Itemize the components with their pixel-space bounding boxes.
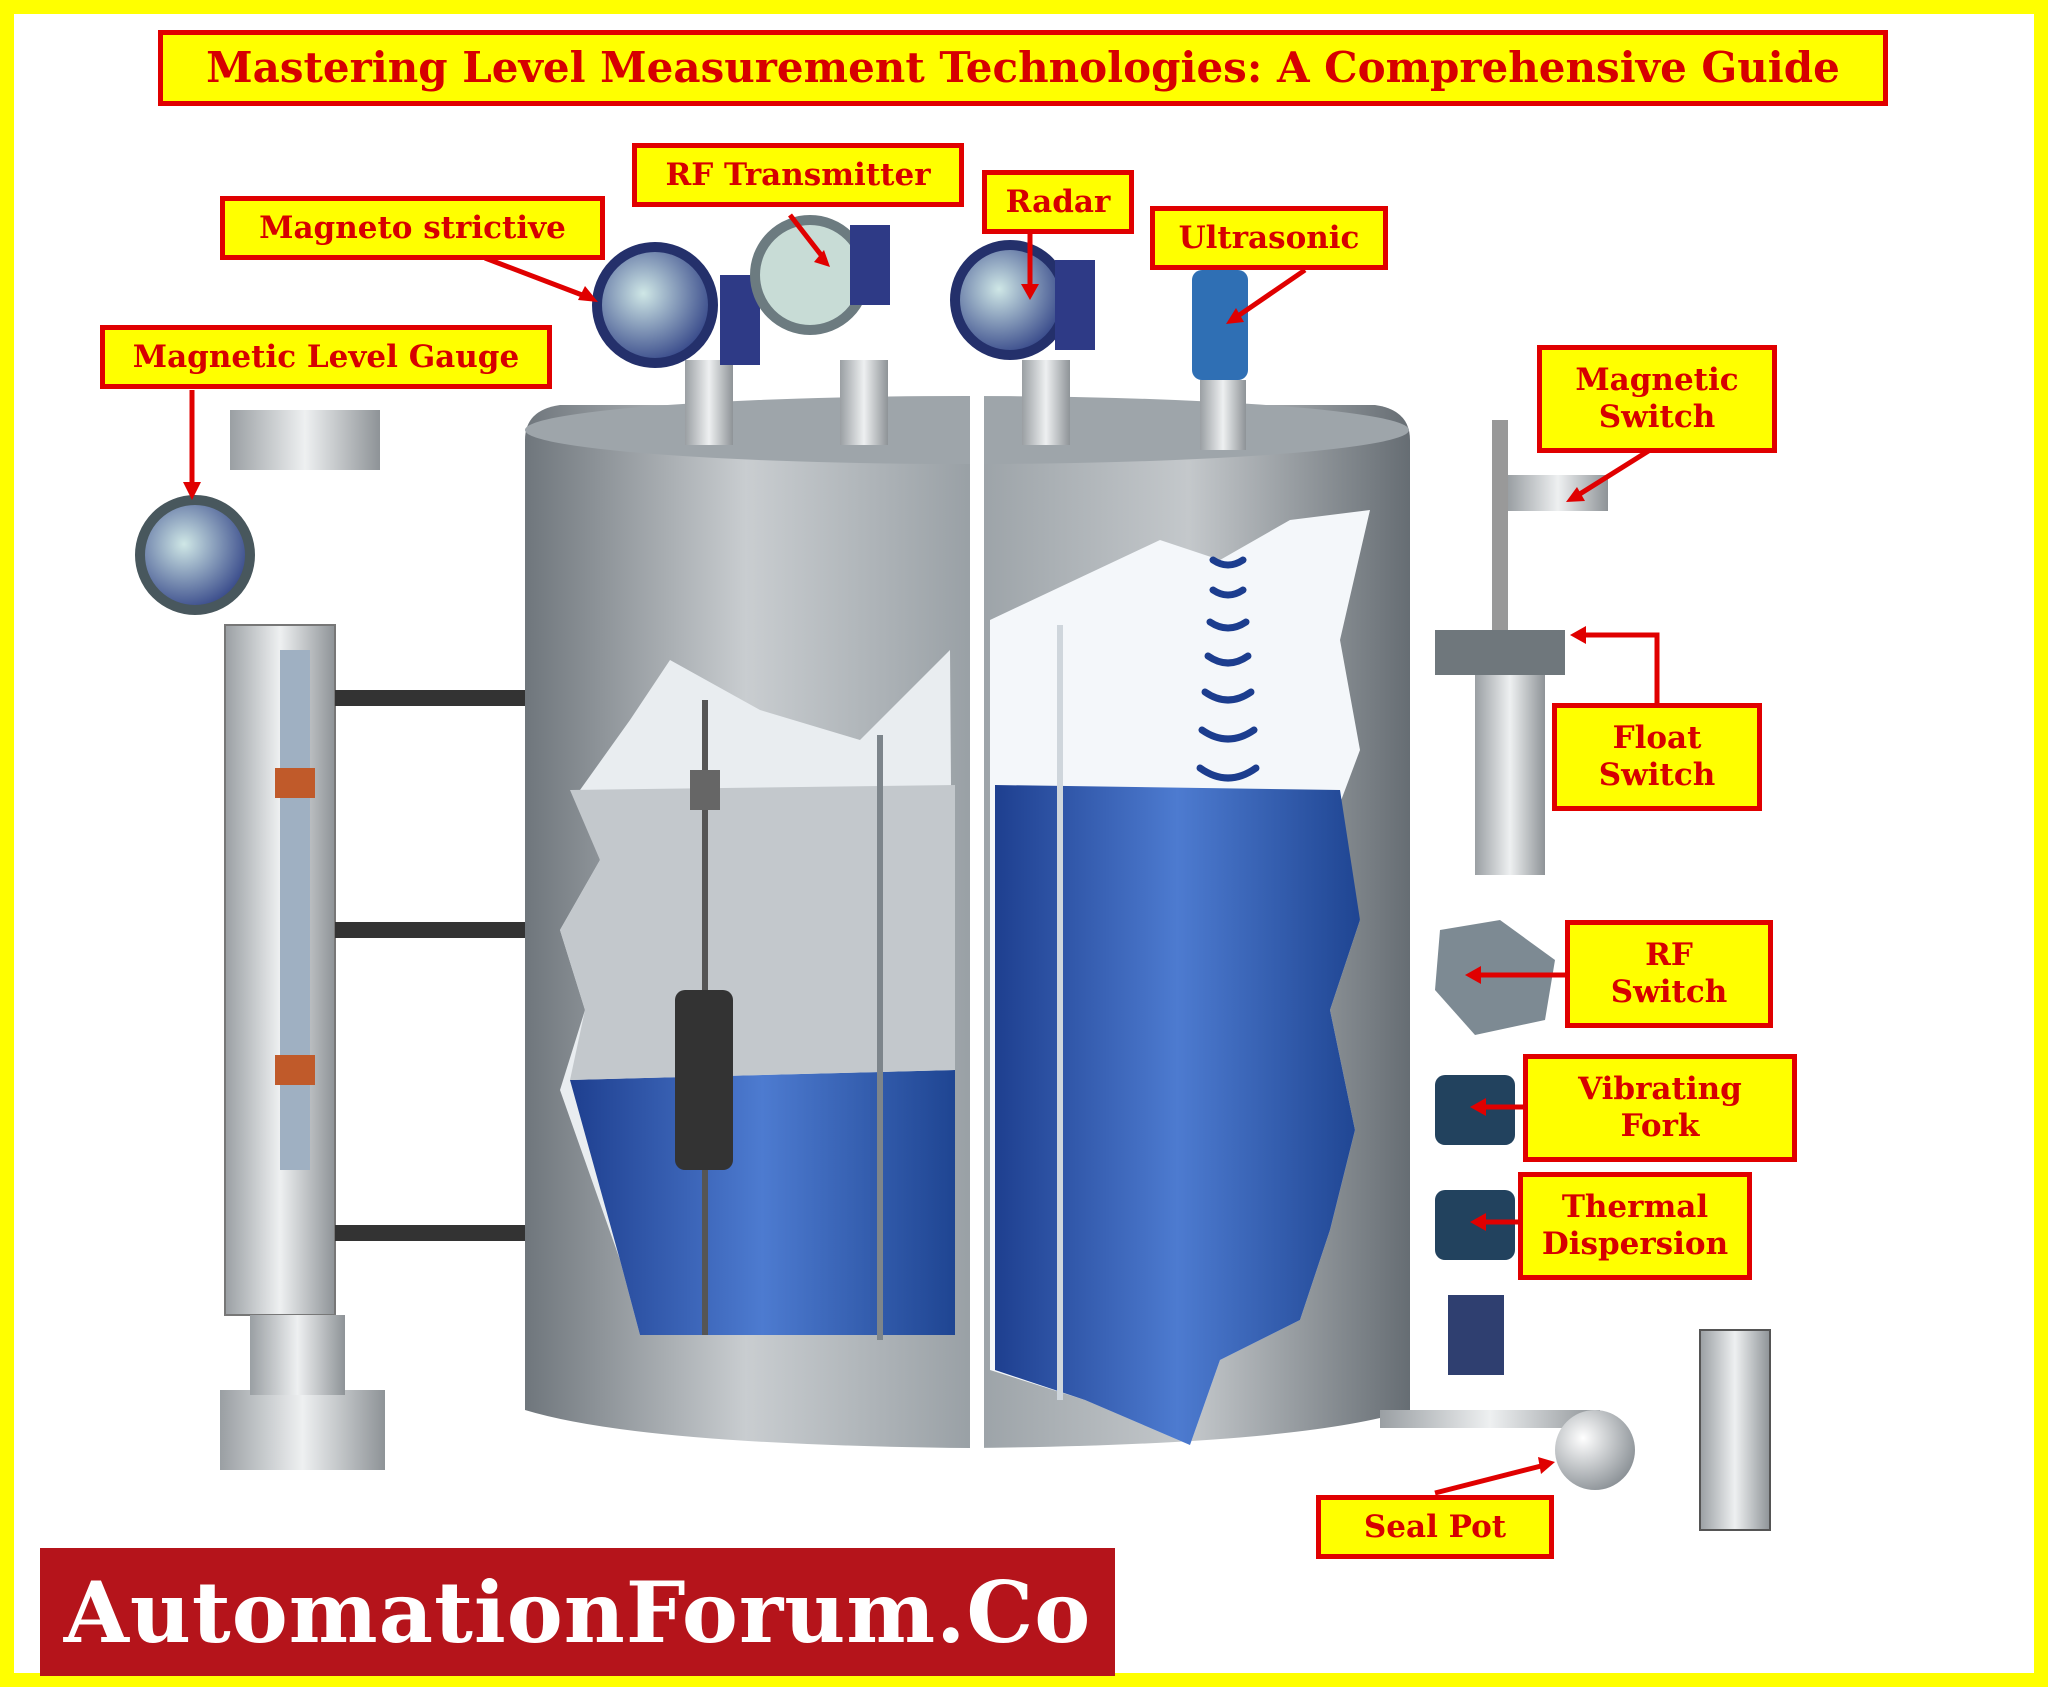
- brand-banner: AutomationForum.Co: [40, 1548, 1115, 1676]
- callout-arrows: [183, 213, 1660, 1496]
- label-thermal-dispersion: Thermal Dispersion: [1518, 1172, 1752, 1280]
- label-radar: Radar: [982, 170, 1134, 234]
- label-magnetic-switch: Magnetic Switch: [1537, 345, 1777, 453]
- magnetic-level-gauge: [135, 410, 525, 1470]
- diagram-title: Mastering Level Measurement Technologies…: [158, 30, 1888, 106]
- label-vibrating-fork: Vibrating Fork: [1523, 1054, 1797, 1162]
- tank: [525, 395, 1410, 1455]
- label-ultrasonic: Ultrasonic: [1150, 206, 1388, 270]
- label-float-switch: Float Switch: [1552, 703, 1762, 811]
- label-rf-switch: RF Switch: [1565, 920, 1773, 1028]
- top-instruments: [592, 215, 1248, 450]
- label-magneto-strictive: Magneto strictive: [220, 196, 605, 260]
- label-seal-pot: Seal Pot: [1316, 1495, 1554, 1559]
- label-rf-transmitter: RF Transmitter: [632, 143, 964, 207]
- label-magnetic-level-gauge: Magnetic Level Gauge: [100, 325, 552, 389]
- side-instruments: [1380, 420, 1771, 1531]
